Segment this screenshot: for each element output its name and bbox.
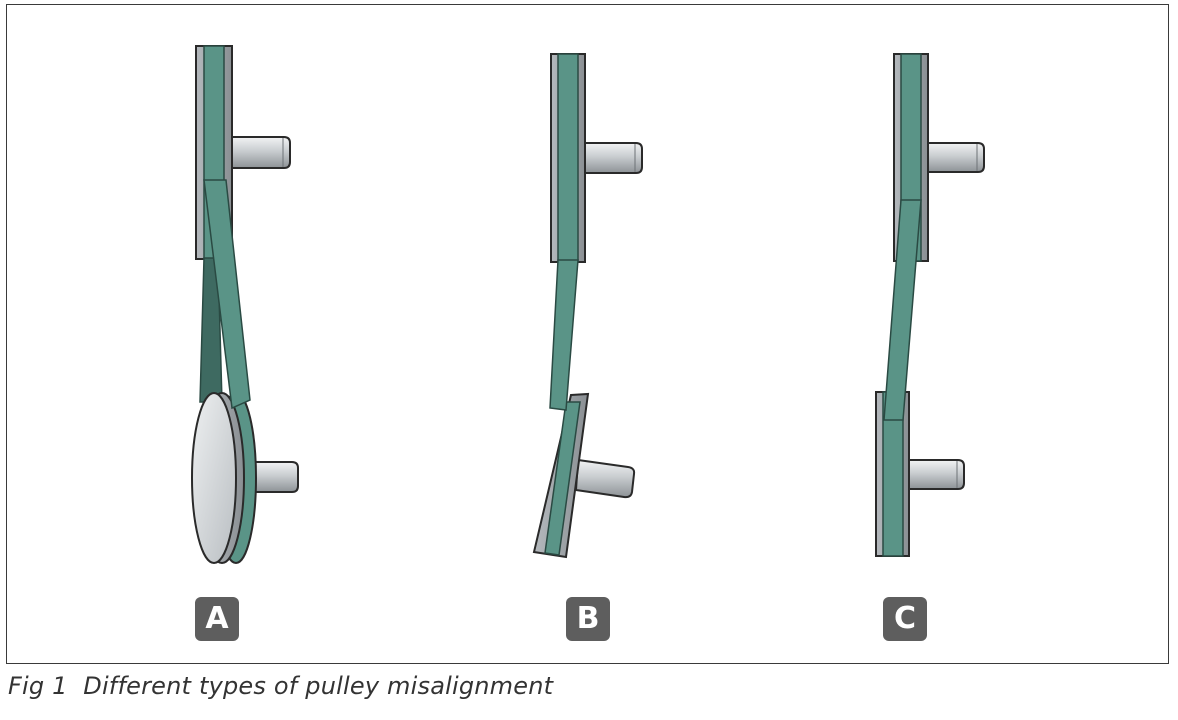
panel-c-belt-span — [883, 199, 922, 421]
panel-a-top-shaft — [231, 136, 291, 169]
figure-caption: Fig 1 Different types of pulley misalign… — [8, 672, 554, 700]
panel-b-bottom-shaft — [574, 458, 636, 499]
panel-label-c: C — [883, 597, 927, 641]
panel-label-a: A — [195, 597, 239, 641]
panel-c-bottom-shaft — [908, 459, 965, 490]
panel-a-bottom-shaft — [247, 461, 299, 493]
panel-a-bottom-pulley — [191, 392, 257, 564]
panel-label-b: B — [566, 597, 610, 641]
panel-b-top-shaft — [584, 142, 643, 174]
panel-a-belt-front — [203, 179, 251, 410]
panel-b-top-pulley — [550, 53, 586, 263]
panel-c-top-shaft — [927, 142, 985, 173]
panel-b-bottom-pulley — [532, 392, 590, 559]
panel-b-drawing — [532, 53, 643, 559]
panel-a-drawing — [191, 45, 299, 564]
panel-b-belt-span — [549, 259, 579, 411]
panel-c-drawing — [875, 53, 985, 557]
